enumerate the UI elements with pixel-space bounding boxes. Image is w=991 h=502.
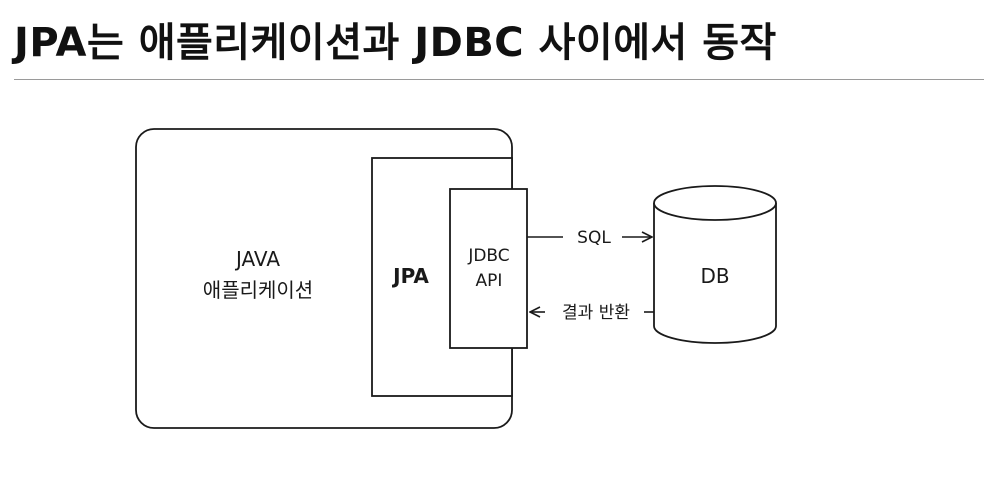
database-cylinder (653, 185, 777, 344)
jdbc-api-box (449, 188, 528, 349)
java-app-label-line2: 애플리케이션 (203, 278, 313, 302)
db-label: DB (700, 264, 729, 288)
sql-arrow-label: SQL (577, 228, 611, 248)
result-arrow-label: 결과 반환 (562, 303, 630, 323)
java-app-label-line1: JAVA (234, 247, 280, 271)
jpa-label: JPA (391, 264, 429, 288)
jdbc-label-line2: API (476, 271, 503, 291)
title-divider (14, 79, 984, 80)
jdbc-label-line1: JDBC (467, 246, 509, 266)
page-title: JPA는 애플리케이션과 JDBC 사이에서 동작 (14, 20, 777, 66)
